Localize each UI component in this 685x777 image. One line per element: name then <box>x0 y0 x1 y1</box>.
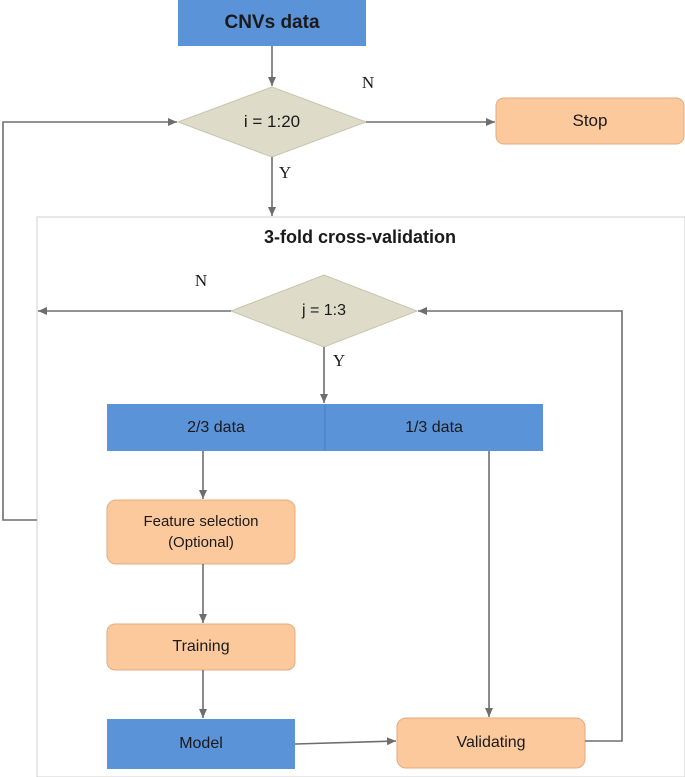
arrow-outer-loop-back <box>2 118 177 521</box>
model-box <box>107 719 295 769</box>
arrow-inner-loop-back <box>418 307 623 742</box>
stop-box <box>495 97 685 145</box>
cnvs-data-box <box>178 0 366 46</box>
cross-validation-frame <box>36 216 685 777</box>
two-thirds-data-box <box>107 404 325 451</box>
training-box <box>106 623 296 671</box>
arrow-model-to-validating <box>294 737 397 746</box>
validating-box <box>396 717 586 769</box>
outer-loop-decision <box>176 86 368 158</box>
one-third-data-box <box>325 404 543 451</box>
feature-selection-box <box>106 499 296 565</box>
inner-loop-decision <box>229 274 419 348</box>
